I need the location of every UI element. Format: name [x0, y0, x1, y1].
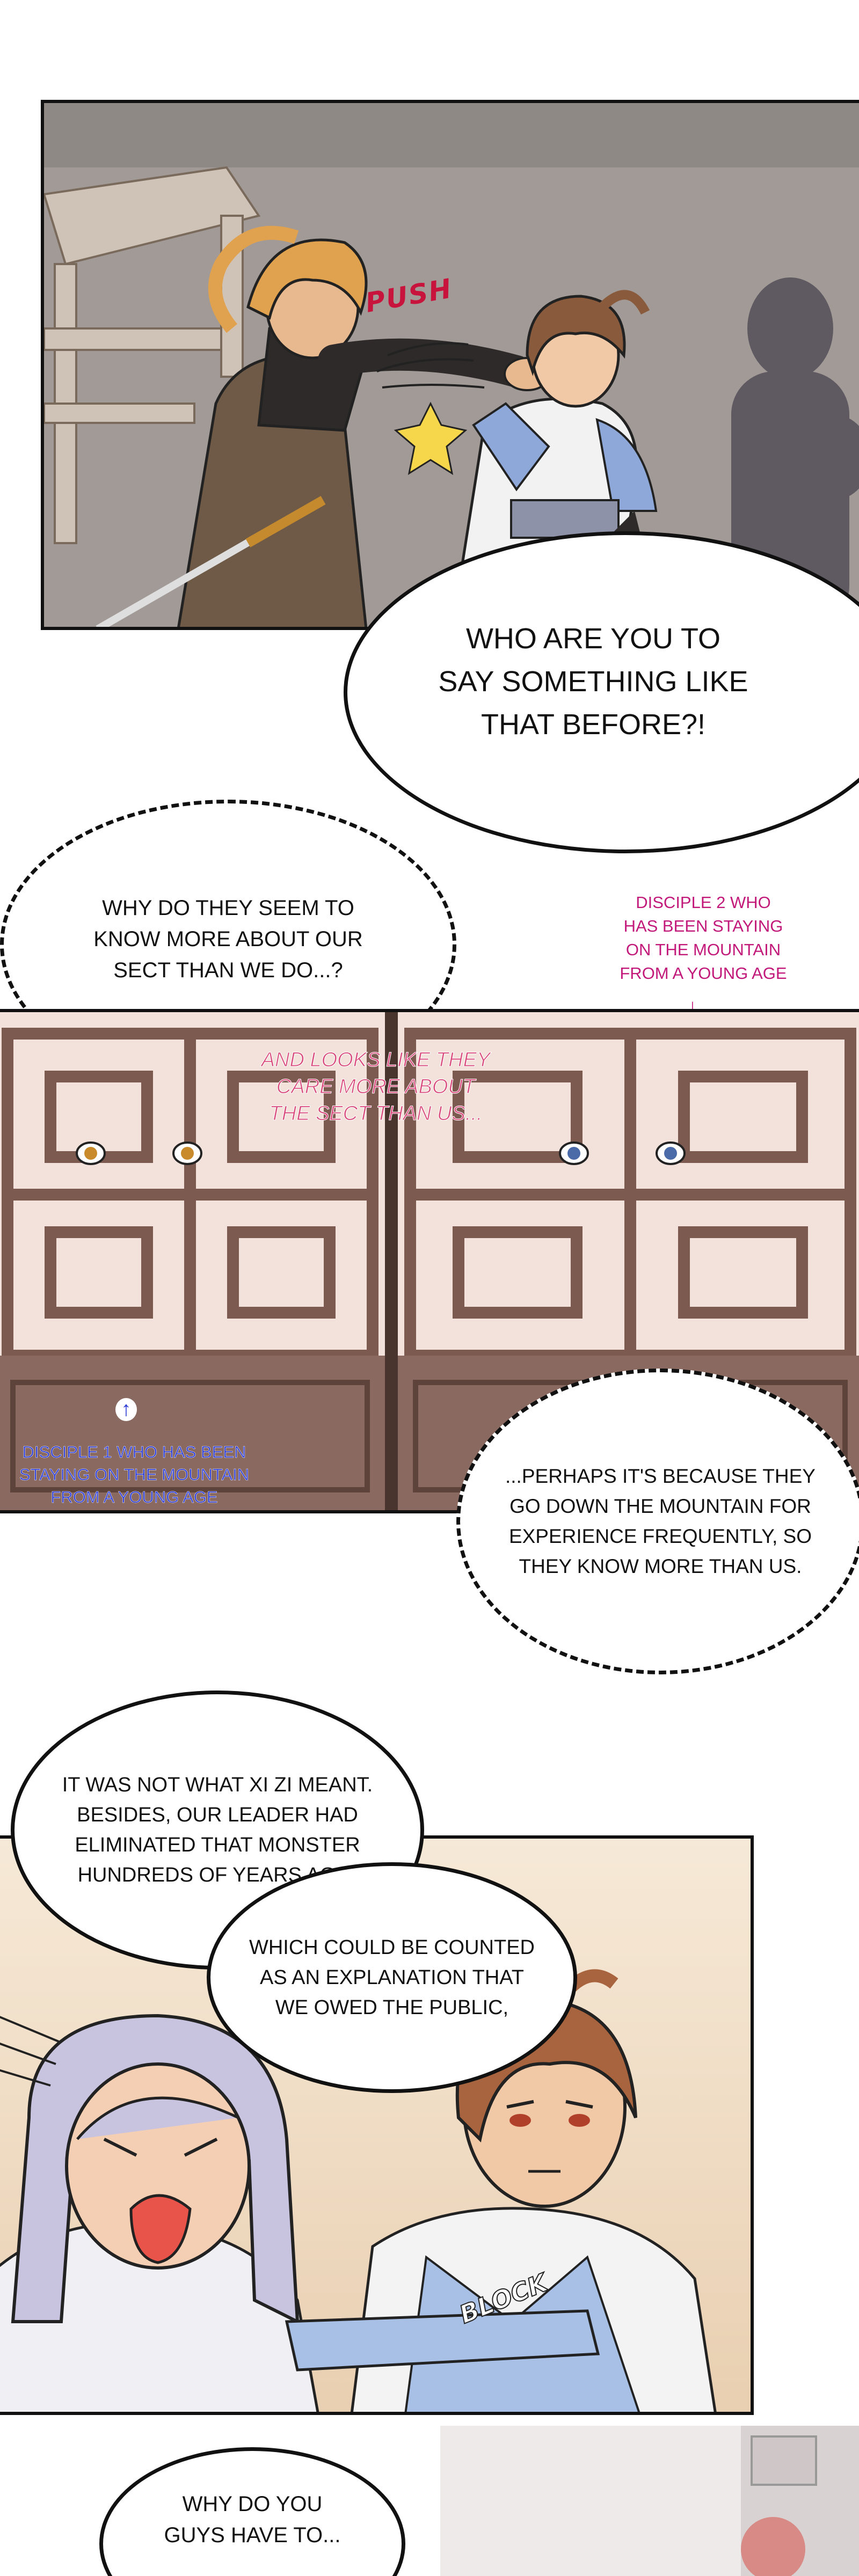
whisper-text-pink: AND LOOKS LIKE THEY CARE MORE ABOUT THE … [261, 1049, 491, 1125]
room-illustration [440, 2426, 859, 2576]
speech-bubble-explanation: WHICH COULD BE COUNTED AS AN EXPLANATION… [207, 1862, 577, 2093]
caption-disciple-2: DISCIPLE 2 WHO HAS BEEN STAYING ON THE M… [620, 893, 787, 983]
blocking-arm [285, 2309, 600, 2372]
caption-disciple-1: DISCIPLE 1 WHO HAS BEEN STAYING ON THE M… [19, 1443, 250, 1507]
impact-star [394, 401, 468, 475]
silver-haired-character [0, 2014, 319, 2412]
push-motion-lines [376, 342, 485, 389]
arrow-up-icon: ↑ [115, 1398, 137, 1421]
peeking-eyes-disciple-1 [76, 1141, 202, 1165]
panel-room-partial [440, 2426, 859, 2576]
speech-bubble-why: WHY DO YOU GUYS HAVE TO... [99, 2447, 405, 2576]
peeking-eyes-disciple-2 [559, 1141, 686, 1165]
speech-bubble-xi-zi: IT WAS NOT WHAT XI ZI MEANT. BESIDES, OU… [11, 1690, 424, 1970]
motion-lines [0, 2016, 62, 2087]
wooden-table [44, 166, 261, 544]
thought-bubble-perhaps: ...PERHAPS IT'S BECAUSE THEY GO DOWN THE… [456, 1368, 859, 1674]
speech-bubble-who-are-you: WHO ARE YOU TO SAY SOMETHING LIKE THAT B… [344, 531, 859, 853]
